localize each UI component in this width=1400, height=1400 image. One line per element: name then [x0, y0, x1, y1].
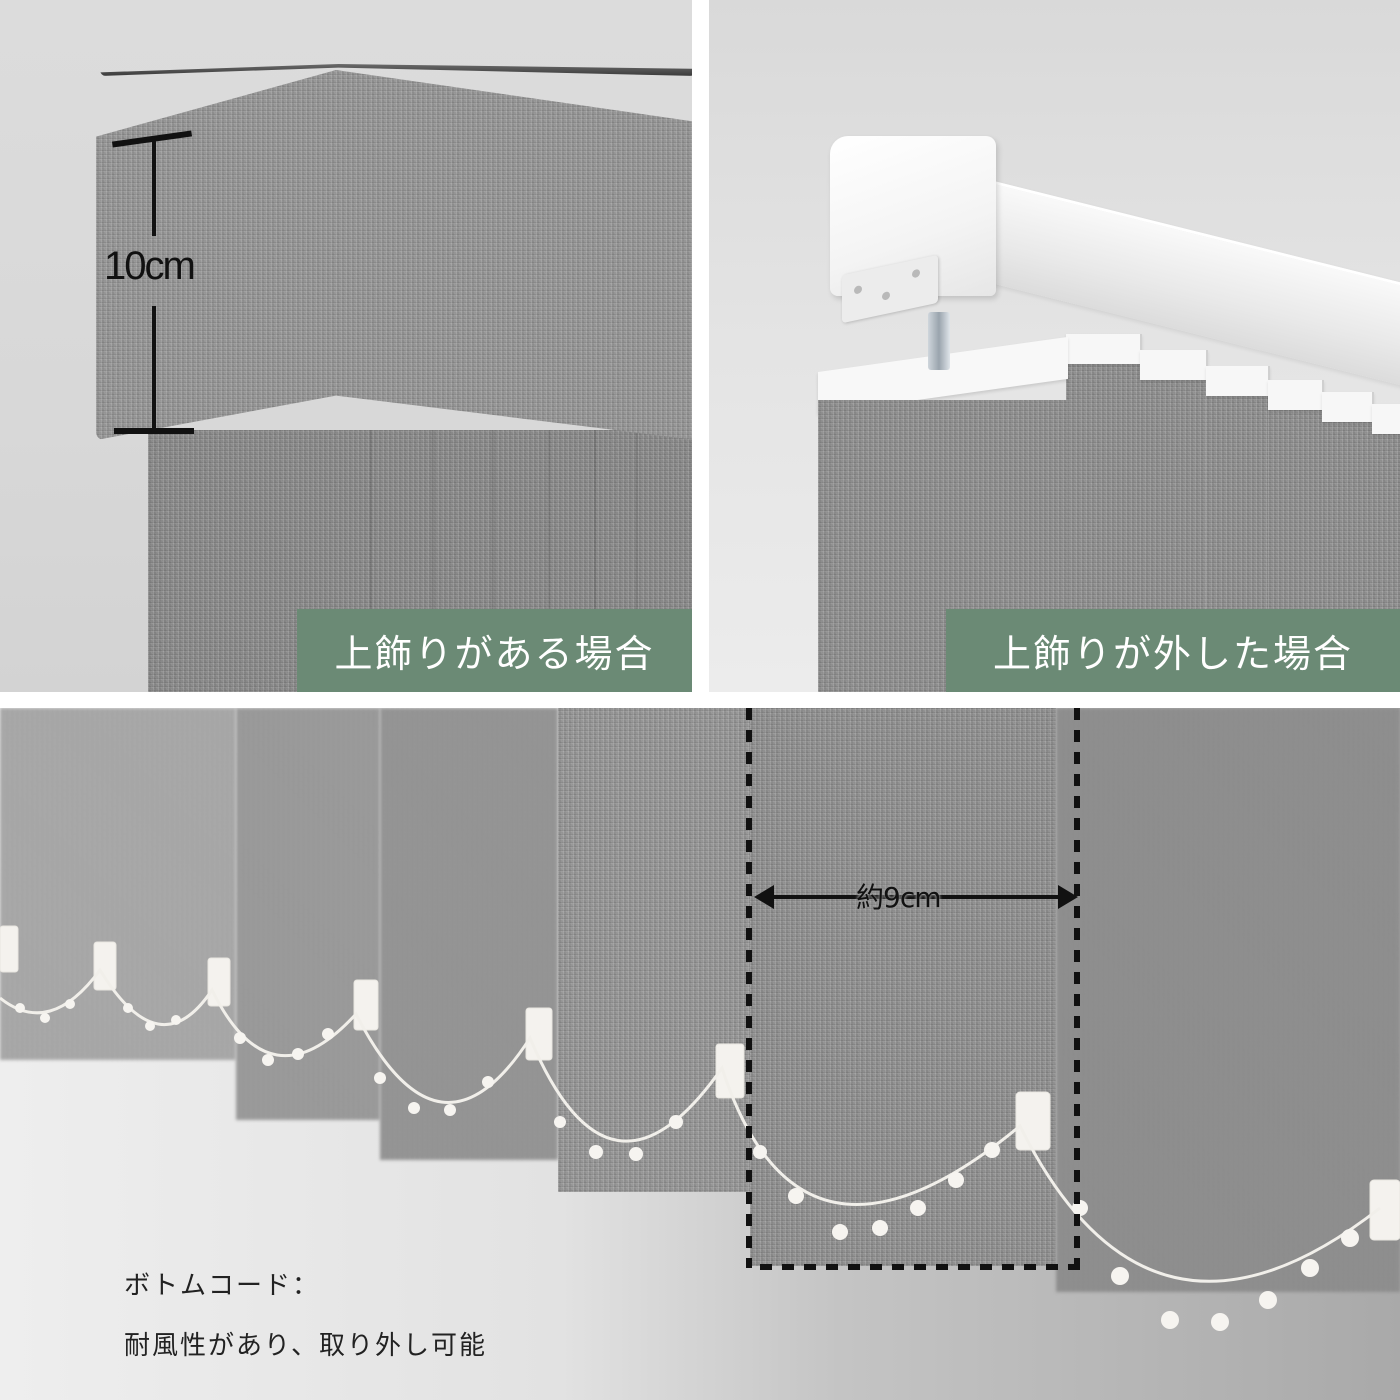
- carrier-hook: [928, 312, 950, 370]
- vertical-dimension-line-icon: [152, 306, 156, 430]
- slat-width-label: 約9cm: [856, 881, 941, 914]
- slat-clip: [1268, 380, 1324, 410]
- vertical-slat: [1056, 708, 1400, 1292]
- bottom-cord-caption: ボトムコード： 耐風性があり、取り外し可能: [124, 1256, 487, 1376]
- vertical-slat: [380, 708, 558, 1160]
- arrow-right-icon: [1058, 885, 1078, 909]
- slat-divider: [548, 430, 550, 692]
- with-valance-badge: 上飾りがある場合: [297, 609, 692, 692]
- dashed-border-right: [1074, 708, 1080, 1268]
- without-valance-badge: 上飾りが外した場合: [946, 609, 1400, 692]
- panel-with-valance: 10cm 上飾りがある場合: [0, 0, 692, 692]
- arrow-left-icon: [754, 885, 774, 909]
- vertical-slat: [558, 708, 750, 1192]
- vertical-dimension-line-icon: [152, 140, 156, 236]
- dashed-border-bottom: [760, 1264, 1080, 1270]
- vertical-slat: [0, 708, 236, 1060]
- slat-divider: [636, 430, 638, 692]
- dashed-border-left: [746, 708, 752, 1268]
- dimension-line: [766, 895, 1062, 899]
- vertical-slat-measured: [750, 708, 1056, 1266]
- valance-cover: [96, 70, 692, 440]
- caption-description: 耐風性があり、取り外し可能: [124, 1331, 487, 1361]
- slat-clip: [1322, 392, 1374, 422]
- slat-divider: [594, 430, 596, 692]
- slat-clip: [1140, 350, 1208, 380]
- caption-title: ボトムコード：: [124, 1271, 321, 1301]
- screw-icon: [882, 291, 890, 301]
- screw-icon: [854, 284, 862, 295]
- screw-icon: [912, 268, 920, 279]
- slat-divider: [370, 430, 372, 692]
- measurement-label-10cm: 10cm: [104, 244, 196, 288]
- slat-clip: [1066, 334, 1142, 364]
- measure-cap-bottom-icon: [114, 428, 194, 434]
- slat-divider: [492, 430, 494, 692]
- panel-without-valance: 上飾りが外した場合: [0, 0, 1400, 692]
- slat-clip: [1372, 404, 1400, 434]
- slat-clip: [1206, 366, 1270, 396]
- vertical-slat-front: [818, 400, 1068, 692]
- bottom-chain-icon: [0, 925, 1400, 1331]
- panel-bottom-cord: 約9cm ボトムコード： 耐風性があり、取り外し可能: [0, 708, 1400, 1400]
- slat-divider: [432, 430, 434, 692]
